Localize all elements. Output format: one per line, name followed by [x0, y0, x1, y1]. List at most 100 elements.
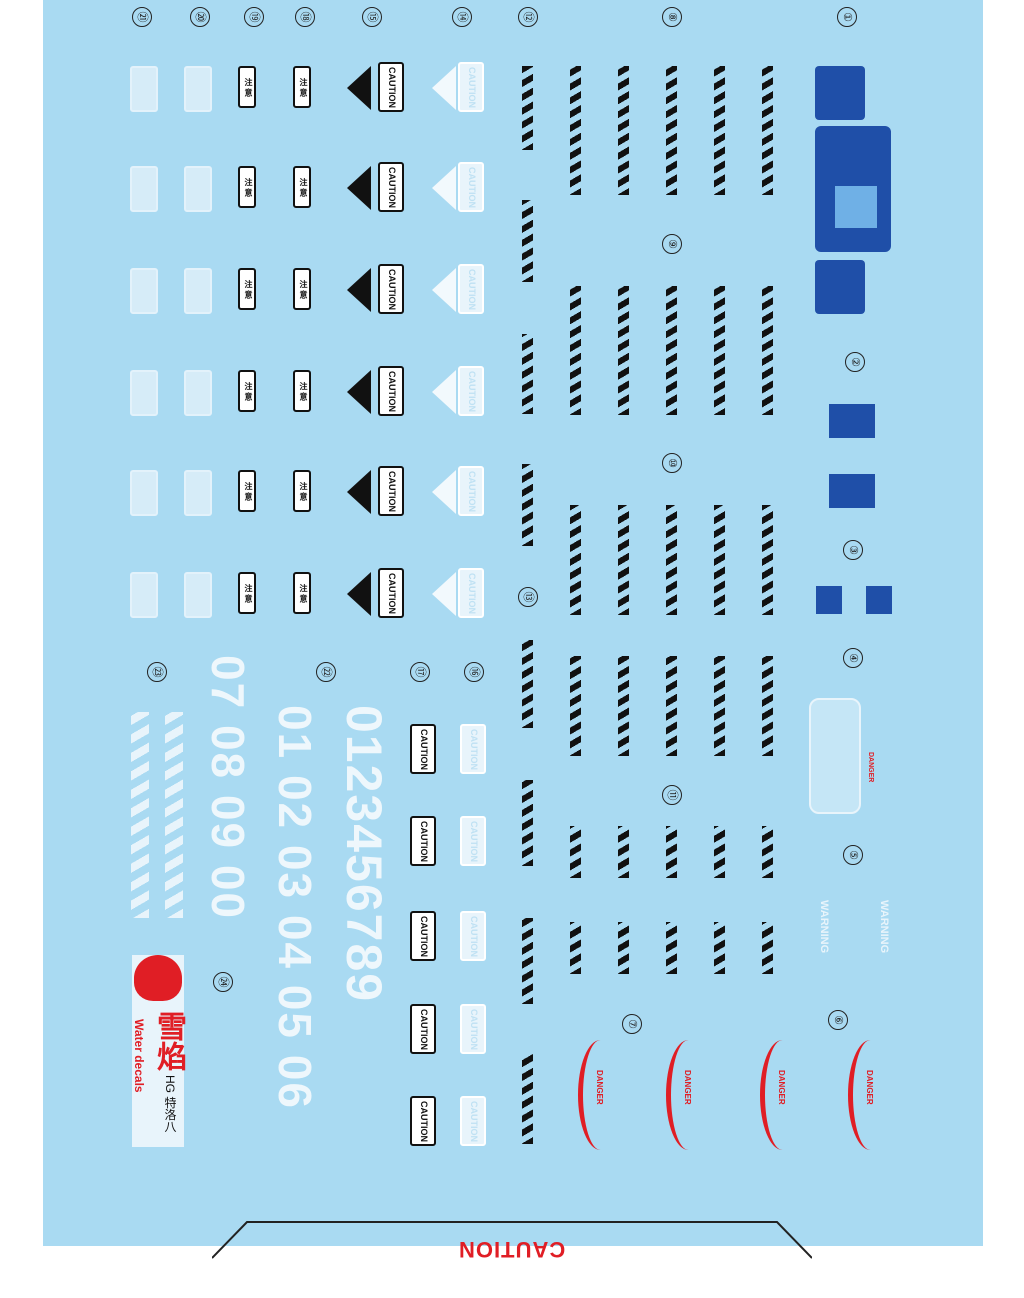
chevron-decal	[347, 572, 371, 616]
notice-label: 注 意	[293, 370, 311, 412]
caution-label: CAUTION	[410, 1096, 436, 1146]
sheet-number-6: ⑥	[828, 1010, 848, 1030]
hazard-stripe	[570, 66, 581, 195]
panel-decal-bottom	[815, 260, 865, 314]
caution-label-faint	[184, 166, 212, 212]
hazard-stripe	[570, 922, 581, 974]
chevron-decal	[347, 370, 371, 414]
sheet-number-10: ⑩	[662, 453, 682, 473]
hazard-stripe	[570, 826, 581, 878]
caution-label: CAUTION	[378, 264, 404, 314]
hazard-stripe	[522, 200, 533, 282]
chevron-decal	[432, 470, 456, 514]
caution-label: CAUTION	[458, 264, 484, 314]
sheet-number-21: ㉑	[132, 7, 152, 27]
hazard-stripe	[522, 464, 533, 546]
notice-label: 注 意	[293, 166, 311, 208]
warning-panel	[809, 698, 861, 814]
sheet-number-4: ④	[843, 648, 863, 668]
digits-row: 0123456789	[336, 705, 392, 1004]
caution-label: CAUTION	[460, 816, 486, 866]
rivet-decal	[829, 404, 875, 438]
hazard-stripe	[618, 922, 629, 974]
caution-label: CAUTION	[458, 62, 484, 112]
caution-label: CAUTION	[460, 911, 486, 961]
notice-label: 注 意	[293, 470, 311, 512]
hazard-stripe	[762, 66, 773, 195]
rivet-decal	[866, 586, 892, 614]
sheet-number-22: ㉒	[316, 662, 336, 682]
sheet-number-12: ⑫	[518, 7, 538, 27]
caution-label: CAUTION	[410, 911, 436, 961]
caution-label-faint	[184, 268, 212, 314]
caution-label: CAUTION	[410, 1004, 436, 1054]
hazard-stripe	[570, 286, 581, 415]
notice-label: 注 意	[238, 268, 256, 310]
numbers-01-06: 01 02 03 04 05 06	[269, 705, 321, 1110]
notice-label: 注 意	[238, 370, 256, 412]
hazard-stripe	[714, 826, 725, 878]
hazard-stripe	[714, 656, 725, 756]
hazard-stripe	[618, 66, 629, 195]
caution-label-faint	[184, 370, 212, 416]
sheet-number-17: ⑰	[410, 662, 430, 682]
kit-name: HG 特洛八	[163, 1075, 177, 1133]
chevron-decal	[432, 268, 456, 312]
stripe-decal	[131, 712, 149, 918]
sheet-number-15: ⑮	[362, 7, 382, 27]
hazard-stripe	[618, 286, 629, 415]
sheet-number-1: ①	[837, 7, 857, 27]
footer-caution: CAUTION	[458, 1237, 566, 1262]
hazard-stripe	[714, 286, 725, 415]
danger-decal: DANGER	[578, 1040, 623, 1150]
hazard-stripe	[522, 780, 533, 866]
panel-decal-top	[815, 66, 865, 120]
hazard-stripe	[570, 505, 581, 615]
hazard-stripe	[666, 286, 677, 415]
rivet-decal	[816, 586, 842, 614]
sheet-number-18: ⑱	[295, 7, 315, 27]
hazard-stripe	[570, 656, 581, 756]
hazard-stripe	[666, 505, 677, 615]
sheet-number-19: ⑲	[244, 7, 264, 27]
footer-trapezoid	[211, 1220, 813, 1260]
hazard-stripe	[762, 922, 773, 974]
sheet-number-2: ②	[845, 352, 865, 372]
danger-decal: DANGER	[760, 1040, 805, 1150]
caution-label: CAUTION	[460, 1096, 486, 1146]
danger-decal: DANGER	[666, 1040, 711, 1150]
caution-label-faint	[184, 66, 212, 112]
caution-label: CAUTION	[460, 1004, 486, 1054]
caution-label: CAUTION	[410, 724, 436, 774]
hazard-stripe	[762, 826, 773, 878]
caution-label: CAUTION	[378, 162, 404, 212]
caution-label: CAUTION	[458, 568, 484, 618]
hazard-stripe	[666, 656, 677, 756]
sheet-number-14: ⑭	[452, 7, 472, 27]
sheet-number-8: ⑧	[662, 7, 682, 27]
notice-label: 注 意	[293, 268, 311, 310]
chevron-decal	[347, 268, 371, 312]
warning-label: WARNING	[818, 900, 830, 954]
caution-label: CAUTION	[378, 366, 404, 416]
danger-label: DANGER	[865, 1070, 874, 1105]
danger-label: DANGER	[777, 1070, 786, 1105]
hazard-stripe	[618, 656, 629, 756]
hazard-stripe	[762, 656, 773, 756]
caution-label: CAUTION	[410, 816, 436, 866]
caution-label: CAUTION	[378, 568, 404, 618]
caution-label-faint	[184, 572, 212, 618]
brand-name: 雪焰	[152, 1011, 185, 1071]
hazard-stripe	[762, 505, 773, 615]
hazard-stripe	[666, 922, 677, 974]
chevron-decal	[347, 166, 371, 210]
hazard-stripe	[714, 505, 725, 615]
hazard-stripe	[522, 640, 533, 728]
hazard-stripe	[762, 286, 773, 415]
sheet-number-7: ⑦	[622, 1014, 642, 1034]
hazard-stripe	[522, 918, 533, 1004]
caution-label-faint	[130, 470, 158, 516]
notice-label: 注 意	[238, 166, 256, 208]
caution-label: CAUTION	[460, 724, 486, 774]
hazard-stripe	[666, 66, 677, 195]
